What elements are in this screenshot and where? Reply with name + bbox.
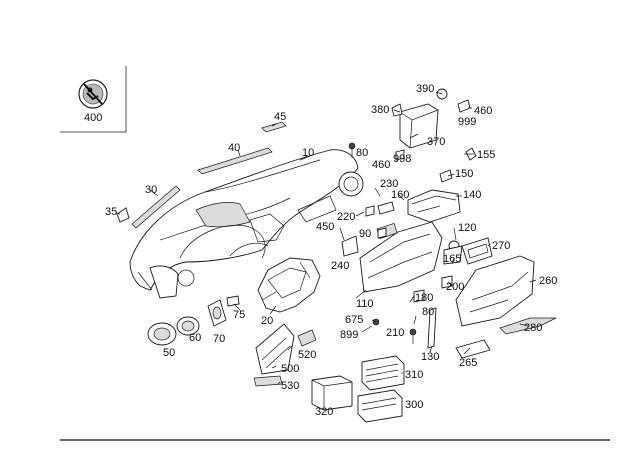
part-label-130: 130 xyxy=(421,351,439,363)
part-label-35: 35 xyxy=(105,206,117,218)
part-label-998: 998 xyxy=(393,153,411,165)
part-label-310: 310 xyxy=(405,369,423,381)
part-label-120: 120 xyxy=(458,222,476,234)
airbag-module xyxy=(391,88,471,149)
part-label-460-left: 460 xyxy=(372,159,390,171)
ducts xyxy=(253,323,317,387)
side-strip-30 xyxy=(131,185,181,229)
center-panel-110 xyxy=(359,221,443,293)
trim-strip-40 xyxy=(197,147,273,175)
part-label-210: 210 xyxy=(386,327,404,339)
dashboard-carrier xyxy=(129,149,364,299)
part-label-300: 300 xyxy=(405,399,423,411)
part-label-899: 899 xyxy=(340,329,358,341)
part-label-200: 200 xyxy=(446,281,464,293)
part-label-220: 220 xyxy=(337,211,355,223)
part-label-230: 230 xyxy=(380,178,398,190)
part-label-280: 280 xyxy=(524,322,542,334)
glove-box-area xyxy=(443,237,557,335)
part-label-240: 240 xyxy=(331,260,349,272)
part-label-165: 165 xyxy=(443,253,461,265)
part-label-45: 45 xyxy=(274,111,286,123)
part-label-50: 50 xyxy=(163,347,175,359)
fasteners xyxy=(341,142,491,359)
part-label-675: 675 xyxy=(345,314,363,326)
part-label-450: 450 xyxy=(316,221,334,233)
part-label-270: 270 xyxy=(492,240,510,252)
part-label-260: 260 xyxy=(539,275,557,287)
part-label-20: 20 xyxy=(261,315,273,327)
part-label-140: 140 xyxy=(463,189,481,201)
part-label-370: 370 xyxy=(427,136,445,148)
part-label-30: 30 xyxy=(145,184,157,196)
leader-lines xyxy=(118,91,537,406)
trim-piece-45 xyxy=(261,121,287,133)
part-label-160: 160 xyxy=(391,189,409,201)
module-320 xyxy=(311,375,353,411)
part-label-75: 75 xyxy=(233,309,245,321)
part-label-150: 150 xyxy=(455,168,473,180)
part-label-530: 530 xyxy=(281,380,299,392)
inset-box: 400 xyxy=(60,66,127,133)
part-label-60: 60 xyxy=(189,332,201,344)
radio-units xyxy=(357,355,405,423)
airbag-warning-icon xyxy=(83,83,103,105)
cover-35 xyxy=(116,207,130,223)
part-label-460-top: 460 xyxy=(474,105,492,117)
part-label-80-top: 80 xyxy=(356,147,368,159)
part-label-265: 265 xyxy=(459,357,477,369)
part-label-390: 390 xyxy=(416,83,434,95)
inset-label: 400 xyxy=(84,112,102,124)
part-label-70: 70 xyxy=(213,333,225,345)
part-label-110: 110 xyxy=(356,298,374,310)
part-label-80-bottom: 80 xyxy=(422,306,434,318)
part-label-520: 520 xyxy=(298,349,316,361)
part-labels: 10 20 30 35 40 45 50 60 70 75 80 80 90 1… xyxy=(105,83,557,418)
part-label-40: 40 xyxy=(228,142,240,154)
part-label-320: 320 xyxy=(315,406,333,418)
part-label-10: 10 xyxy=(302,147,314,159)
part-label-380: 380 xyxy=(371,104,389,116)
part-label-999: 999 xyxy=(458,116,476,128)
mounting-brackets xyxy=(377,147,477,223)
instrument-bracket-20 xyxy=(257,257,321,313)
part-label-180: 180 xyxy=(415,292,433,304)
part-label-90: 90 xyxy=(359,228,371,240)
part-label-155: 155 xyxy=(477,149,495,161)
air-vents xyxy=(147,295,240,346)
part-label-500: 500 xyxy=(281,363,299,375)
